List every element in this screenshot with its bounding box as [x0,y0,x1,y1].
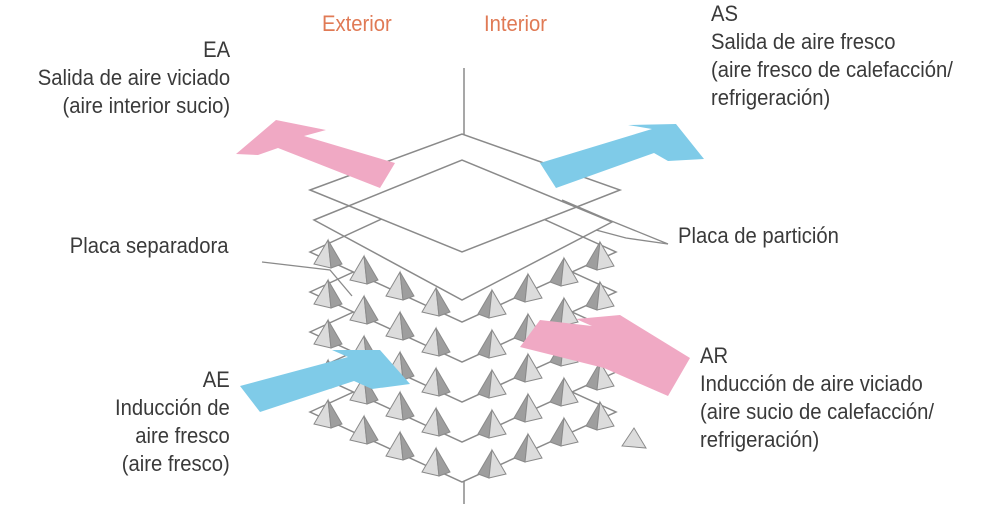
ea-arrow [236,120,395,188]
fin-face [596,400,615,431]
partition-leader-line [595,229,669,245]
ae-code: AE [202,367,230,392]
fin-face [596,360,615,391]
fin-face [363,415,379,445]
fin-face [327,279,343,309]
fin-face [596,240,615,271]
ar-line2: (aire sucio de calefacción/ [700,399,935,424]
fin-face [488,448,507,479]
fin-face [524,272,543,303]
ae-line1: Inducción de [115,395,230,420]
fin-face [488,408,507,439]
ae-line2: aire fresco [135,423,230,448]
fin-face [435,407,451,437]
fin-face [363,295,379,325]
fin-face [488,368,507,399]
ar-code: AR [700,343,729,368]
exterior-label: Exterior [322,11,392,36]
fin-face [524,392,543,423]
ar-line1: Inducción de aire viciado [700,371,923,396]
ea-line2: (aire interior sucio) [62,93,230,118]
fin-face [399,391,415,421]
fin-face [327,239,343,269]
ea-label-block: EA Salida de aire viciado (aire interior… [38,36,230,120]
fin-face [560,376,579,407]
as-line2: (aire fresco de calefacción/ [711,57,953,82]
fin-face [435,367,451,397]
fin-face [524,432,543,463]
loose-fin [621,427,647,449]
fin-face [435,327,451,357]
as-line1: Salida de aire fresco [711,29,896,54]
fin-face [560,416,579,447]
as-arrow [540,124,704,188]
separator-leader-line [261,261,353,297]
fin-face [399,431,415,461]
fin-face [327,399,343,429]
fin-face [488,328,507,359]
ar-label-block: AR Inducción de aire viciado (aire sucio… [700,342,934,454]
ae-line3: (aire fresco) [122,451,230,476]
partition-label: Placa de partición [678,223,839,248]
fin-face [399,311,415,341]
interior-label: Interior [484,11,548,36]
ar-arrow [520,315,690,396]
ae-arrow [240,350,410,412]
fin-face [435,287,451,317]
as-line3: refrigeración) [711,85,831,110]
as-label-block: AS Salida de aire fresco (aire fresco de… [711,0,953,112]
as-code: AS [711,1,739,26]
fin-face [399,351,415,381]
ea-line1: Salida de aire viciado [37,65,230,90]
fin-face [363,255,379,285]
ar-line3: refrigeración) [700,427,820,452]
ea-code: EA [202,37,230,62]
fin-face [399,271,415,301]
partition-leader-line [561,199,669,245]
fin-face [524,352,543,383]
ae-label-block: AE Inducción de aire fresco (aire fresco… [115,366,230,478]
fin-face [488,288,507,319]
separator-label: Placa separadora [69,233,228,258]
exchanger-plate [312,159,614,301]
fin-face [327,319,343,349]
fin-face [560,256,579,287]
leader-lines [261,199,669,297]
fin-face [435,447,451,477]
fin-face [596,280,615,311]
